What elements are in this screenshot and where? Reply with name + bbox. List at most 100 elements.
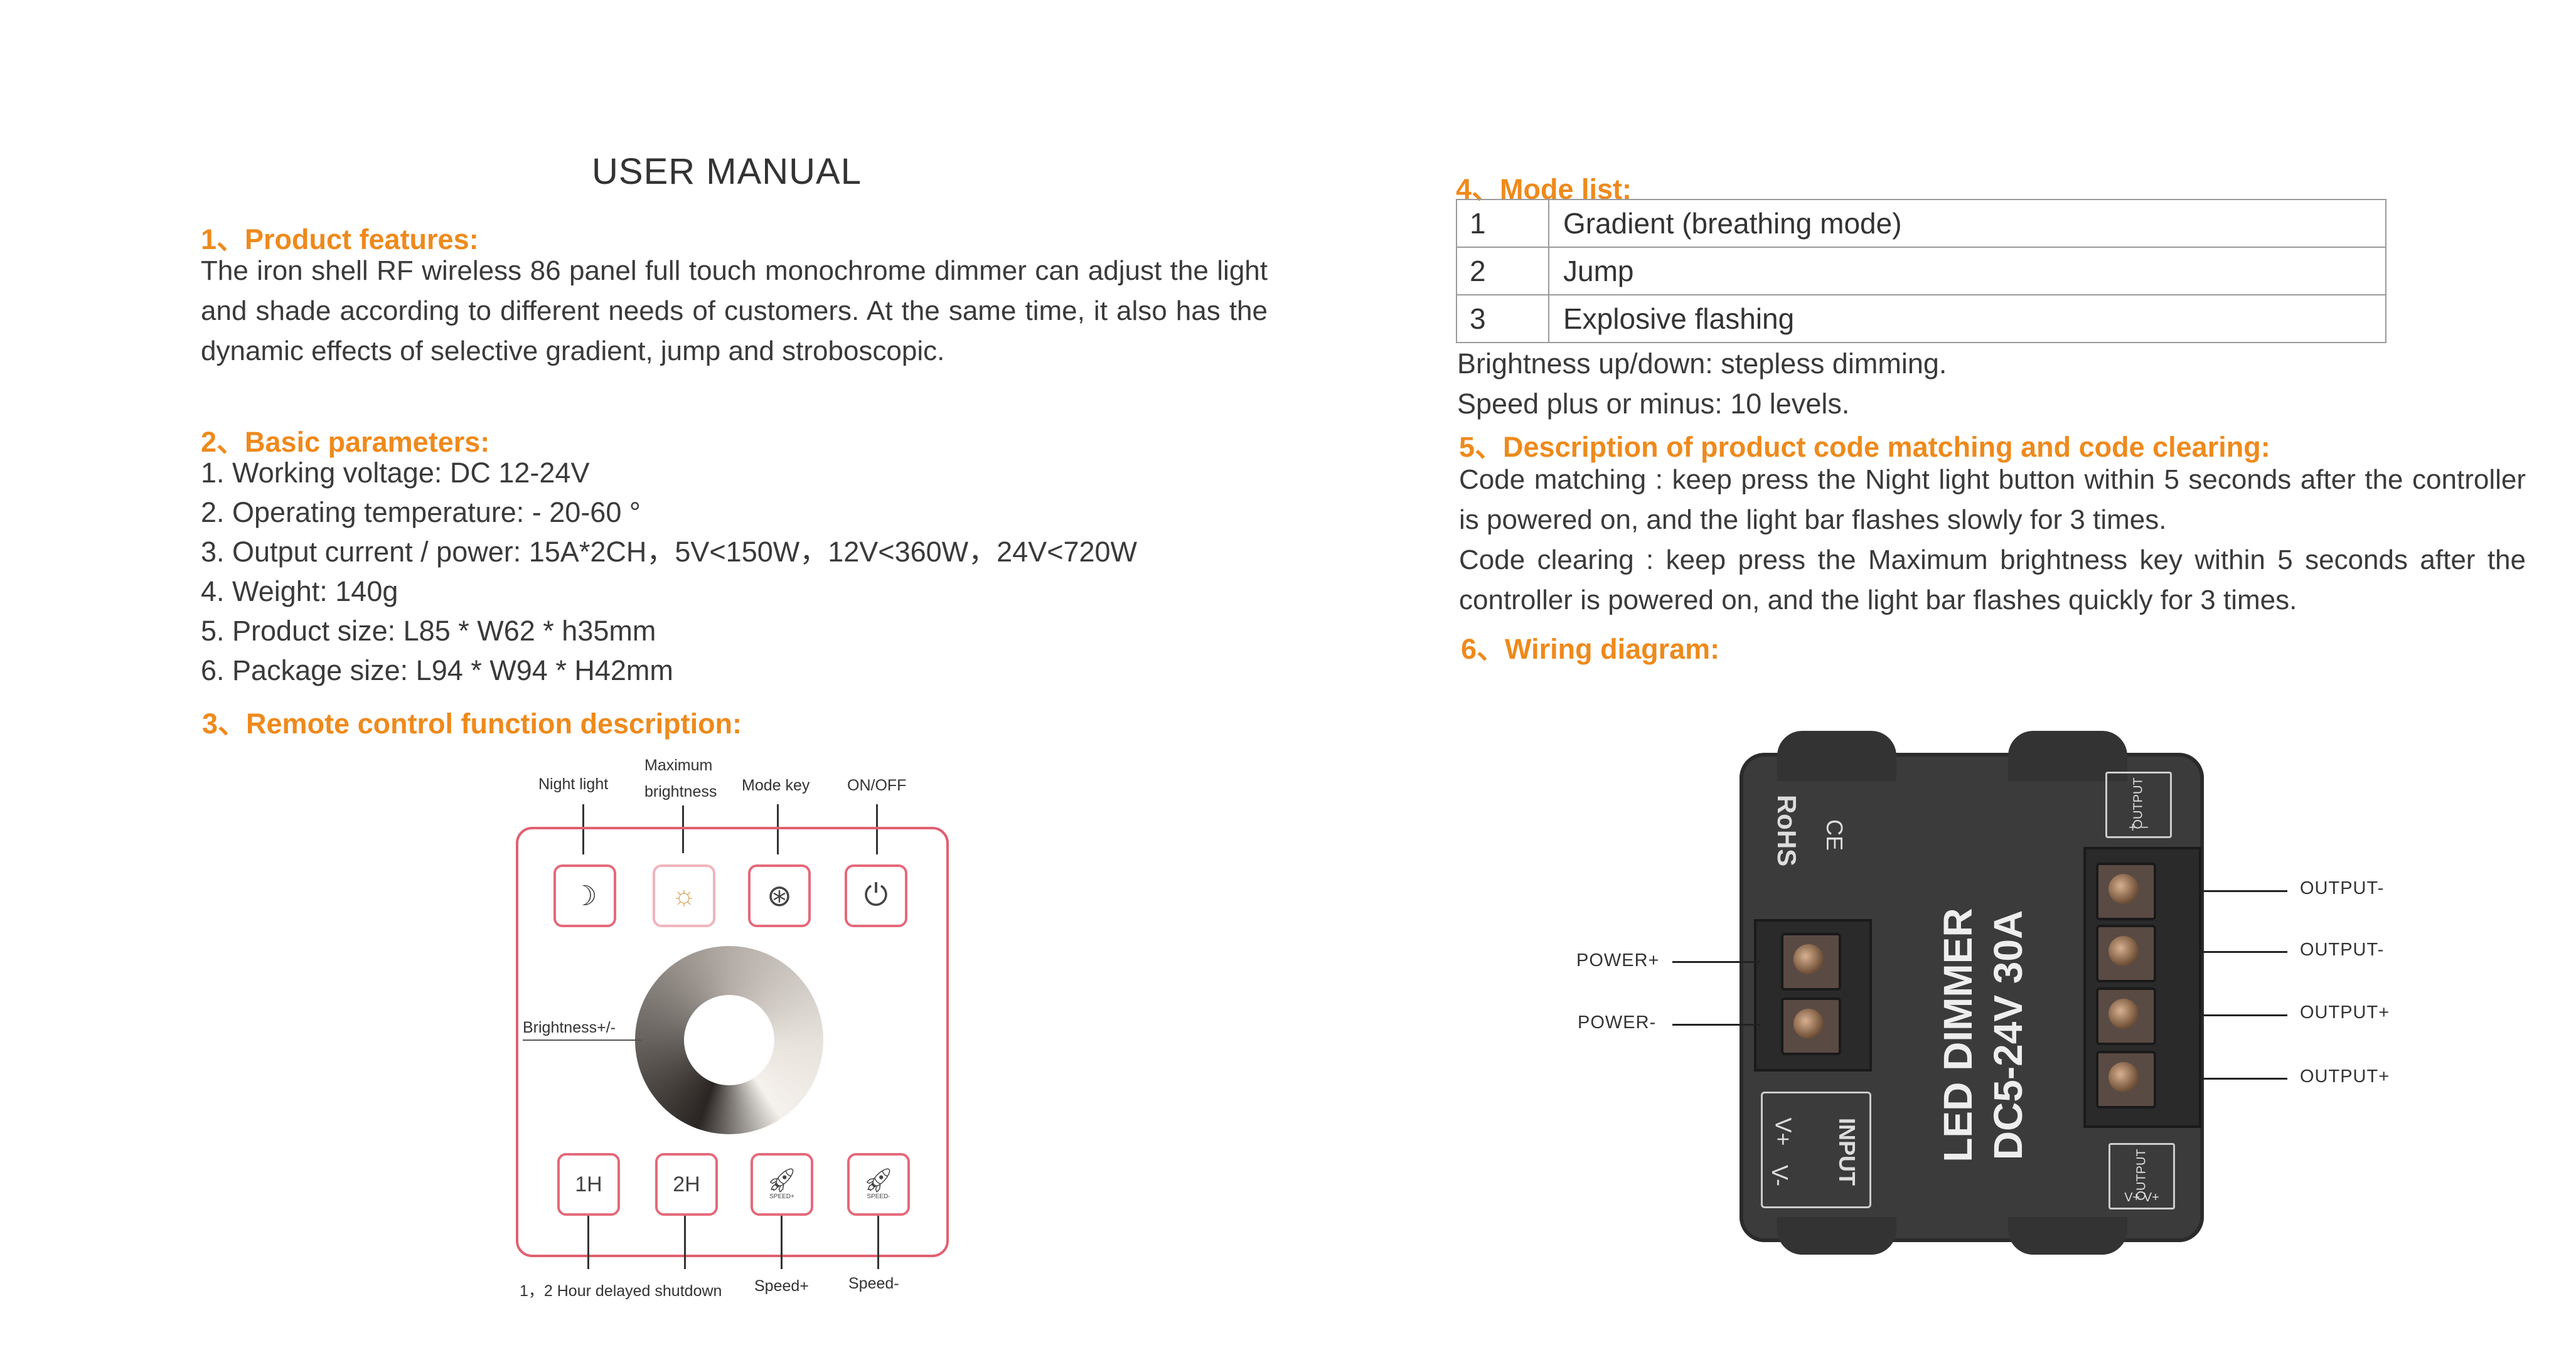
rohs-mark: RoHS bbox=[1772, 794, 1802, 867]
leader-line bbox=[2199, 890, 2287, 892]
night-light-label: Night light bbox=[538, 775, 609, 793]
leader-line bbox=[1672, 1024, 1760, 1026]
maximum-label: Maximum bbox=[644, 757, 713, 774]
device-line2: DC5-24V 30A bbox=[1985, 910, 2031, 1161]
output-plus-label-1: OUTPUT+ bbox=[2300, 1002, 2390, 1023]
device-line1: LED DIMMER bbox=[1935, 908, 1980, 1162]
speed-minus-small-text: SPEED- bbox=[867, 1193, 890, 1200]
section3-heading: 3、Remote control function description: bbox=[202, 708, 742, 740]
terminal-screw bbox=[1781, 933, 1841, 991]
mode-name: Gradient (breathing mode) bbox=[1548, 199, 2386, 248]
speed-plus-button[interactable]: 🚀︎ SPEED+ bbox=[751, 1153, 813, 1216]
power-minus-label: POWER- bbox=[1578, 1013, 1657, 1033]
section1-heading: 1、Product features: bbox=[201, 223, 479, 255]
section5-heading: 5、Description of product code matching a… bbox=[1459, 431, 2270, 463]
speed-minus-label: Speed- bbox=[848, 1275, 899, 1292]
one-hour-button[interactable]: 1H bbox=[557, 1153, 620, 1216]
brightness-label: brightness bbox=[644, 783, 717, 800]
param-line: 4. Weight: 140g bbox=[201, 575, 398, 607]
mode-key-button[interactable]: ⊛ bbox=[748, 864, 811, 927]
mode-name: Jump bbox=[1548, 247, 2386, 295]
output-block-top: OUTPUT + − bbox=[2105, 772, 2172, 838]
delayed-shutdown-label: 1，2 Hour delayed shutdown bbox=[520, 1282, 722, 1300]
terminal-screw bbox=[1781, 997, 1841, 1055]
plus-minus-label: + − bbox=[2129, 819, 2149, 835]
ce-mark: CE bbox=[1822, 819, 1848, 851]
leader-line bbox=[2199, 1078, 2287, 1080]
v-plus-v-plus-label: V+ V+ bbox=[2124, 1191, 2159, 1204]
device-model-label: LED DIMMER DC5-24V 30A bbox=[1933, 903, 2046, 1167]
section2-heading: 2、Basic parameters: bbox=[201, 426, 490, 458]
leader-line bbox=[1672, 961, 1760, 963]
code-matching-text: Code matching : keep press the Night lig… bbox=[1459, 464, 2526, 535]
leader-line bbox=[682, 805, 684, 853]
leader-line bbox=[877, 1216, 879, 1269]
brightness-adjust-label: Brightness+/- bbox=[523, 1019, 616, 1036]
input-block: V+ V- INPUT bbox=[1761, 1092, 1871, 1208]
mode-number: 2 bbox=[1456, 247, 1549, 295]
terminal-screw bbox=[2096, 1051, 2156, 1108]
input-label: INPUT bbox=[1834, 1118, 1860, 1186]
table-row: 3 Explosive flashing bbox=[1456, 294, 2386, 343]
leader-line bbox=[876, 804, 878, 854]
code-clearing-text: Code clearing : keep press the Maximum b… bbox=[1459, 545, 2526, 615]
leader-line bbox=[684, 1216, 686, 1269]
wheel-center bbox=[684, 995, 774, 1085]
leader-line bbox=[781, 1216, 783, 1269]
mode-key-label: Mode key bbox=[742, 777, 810, 794]
two-hour-button[interactable]: 2H bbox=[655, 1153, 718, 1216]
output-minus-label-2: OUTPUT- bbox=[2300, 940, 2385, 960]
leader-line bbox=[2199, 951, 2287, 953]
section6-heading: 6、Wiring diagram: bbox=[1461, 633, 1720, 665]
mounting-tab bbox=[1777, 731, 1896, 781]
rocket-icon: 🚀︎ bbox=[766, 1167, 798, 1194]
leader-line bbox=[523, 1039, 642, 1041]
power-icon: ⏻ bbox=[864, 879, 888, 912]
speed-plus-small-text: SPEED+ bbox=[769, 1193, 794, 1200]
speed-minus-button[interactable]: 🚀︎ SPEED- bbox=[847, 1153, 910, 1216]
mode-name: Explosive flashing bbox=[1548, 294, 2386, 343]
terminal-screw bbox=[2096, 987, 2156, 1045]
remote-panel bbox=[516, 827, 949, 1257]
param-line: 2. Operating temperature: - 20-60 ° bbox=[201, 496, 641, 528]
terminal-screw bbox=[2096, 925, 2156, 982]
product-features-text: The iron shell RF wireless 86 panel full… bbox=[201, 255, 1268, 366]
leader-line bbox=[777, 804, 779, 854]
terminal-screw bbox=[2096, 863, 2156, 920]
leader-line bbox=[2199, 1014, 2287, 1016]
speed-plus-label: Speed+ bbox=[754, 1277, 809, 1295]
page-title: USER MANUAL bbox=[592, 151, 862, 192]
rocket-icon: 🚀︎ bbox=[863, 1167, 894, 1194]
table-row: 1 Gradient (breathing mode) bbox=[1456, 199, 2386, 248]
v-minus-label: V- bbox=[1767, 1164, 1793, 1187]
brightness-line: Brightness up/down: stepless dimming. bbox=[1457, 348, 1947, 380]
sun-icon: ☼ bbox=[671, 880, 697, 911]
speed-line: Speed plus or minus: 10 levels. bbox=[1457, 388, 1850, 420]
on-off-label: ON/OFF bbox=[847, 777, 907, 794]
power-plus-label: POWER+ bbox=[1576, 950, 1660, 970]
output-small-label: OUTPUT bbox=[2131, 777, 2146, 829]
param-line: 5. Product size: L85 * W62 * h35mm bbox=[201, 615, 656, 647]
mode-wheel-icon: ⊛ bbox=[766, 880, 793, 913]
param-line: 1. Working voltage: DC 12-24V bbox=[201, 457, 590, 489]
param-line: 6. Package size: L94 * W94 * H42mm bbox=[201, 654, 673, 686]
basic-parameters-list: 1. Working voltage: DC 12-24V 2. Operati… bbox=[201, 453, 1137, 690]
mode-number: 3 bbox=[1456, 294, 1549, 343]
output-small-label: OUTPUT bbox=[2134, 1149, 2149, 1201]
table-row: 2 Jump bbox=[1456, 247, 2386, 295]
leader-line bbox=[582, 804, 584, 854]
param-line: 3. Output current / power: 15A*2CH，5V<15… bbox=[201, 536, 1138, 568]
moon-icon: ☽ bbox=[572, 880, 597, 912]
dimming-wheel[interactable] bbox=[635, 946, 823, 1134]
night-light-button[interactable]: ☽ bbox=[553, 864, 616, 927]
power-button[interactable]: ⏻ bbox=[845, 864, 907, 927]
max-brightness-button[interactable]: ☼ bbox=[653, 864, 715, 927]
v-plus-label: V+ bbox=[1770, 1117, 1797, 1146]
output-minus-label-1: OUTPUT- bbox=[2300, 878, 2385, 898]
mounting-tab bbox=[1777, 1217, 1896, 1255]
output-block-bottom: OUTPUT V+ V+ bbox=[2108, 1143, 2175, 1209]
mode-number: 1 bbox=[1456, 199, 1549, 248]
mode-table: 1 Gradient (breathing mode) 2 Jump 3 Exp… bbox=[1456, 199, 2386, 343]
leader-line bbox=[587, 1216, 589, 1269]
output-plus-label-2: OUTPUT+ bbox=[2300, 1066, 2390, 1087]
